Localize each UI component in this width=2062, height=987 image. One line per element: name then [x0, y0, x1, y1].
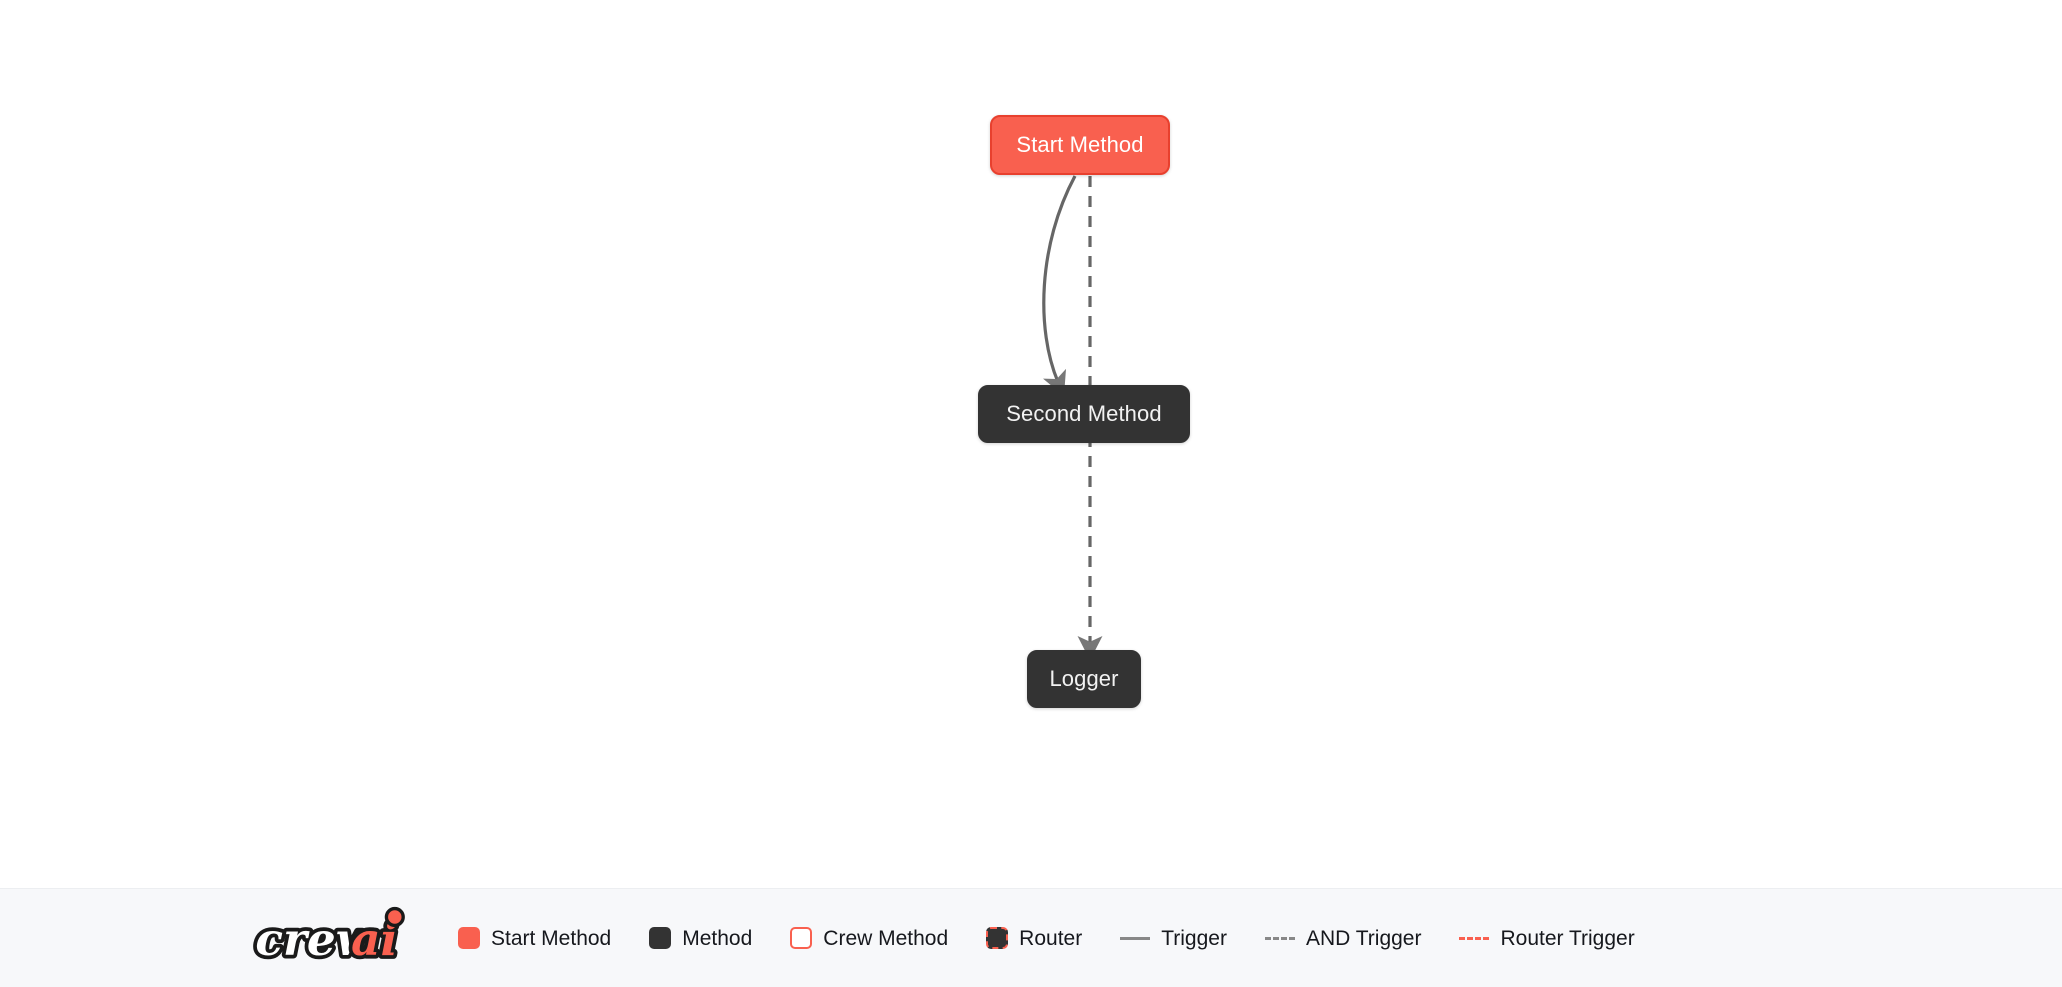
legend-label-method: Method [682, 926, 753, 950]
node-start-method[interactable]: Start Method [990, 115, 1170, 175]
node-second-method[interactable]: Second Method [978, 385, 1190, 443]
legend-label-router-trigger: Router Trigger [1500, 926, 1635, 950]
flow-canvas[interactable]: Start Method Second Method Logger [0, 0, 2062, 888]
legend-item-trigger[interactable]: Trigger [1120, 928, 1227, 949]
legend-bar: crew crew ai ai Start Method Method Crew… [0, 888, 2062, 987]
crewai-logo-dot [384, 906, 405, 928]
legend-item-start-method[interactable]: Start Method [458, 927, 611, 949]
edge-layer [1042, 175, 1103, 661]
router-trigger-line-swatch [1459, 936, 1490, 940]
node-start-method-label: Start Method [1016, 132, 1144, 157]
legend-item-crew-method[interactable]: Crew Method [790, 927, 948, 949]
trigger-line-swatch [1120, 936, 1151, 940]
legend-label-trigger: Trigger [1161, 926, 1227, 950]
method-swatch [649, 927, 672, 949]
and-trigger-line-swatch [1264, 936, 1295, 940]
node-logger[interactable]: Logger [1027, 650, 1141, 708]
node-logger-label: Logger [1049, 666, 1119, 691]
legend-label-and-trigger: AND Trigger [1305, 926, 1422, 950]
legend-items: Start Method Method Crew Method Router T… [458, 927, 1635, 949]
legend-label-crew-method: Crew Method [823, 926, 949, 950]
router-swatch [986, 927, 1009, 949]
legend-label-router: Router [1019, 926, 1083, 950]
legend-item-and-trigger[interactable]: AND Trigger [1264, 926, 1422, 950]
legend-label-start-method: Start Method [491, 926, 612, 950]
edge-start-to-second [1042, 175, 1077, 397]
node-second-method-label: Second Method [1006, 401, 1162, 426]
legend-item-method[interactable]: Method [649, 927, 752, 949]
crewai-logo: crew crew ai ai [252, 906, 405, 970]
legend-item-router-trigger[interactable]: Router Trigger [1459, 926, 1635, 950]
start-method-swatch [458, 927, 480, 949]
crewai-logo-text-crew: crew [255, 912, 376, 966]
crew-method-swatch [790, 927, 813, 949]
legend-item-router[interactable]: Router [986, 927, 1082, 949]
crewai-logo-outline-crew: crew [255, 912, 376, 966]
